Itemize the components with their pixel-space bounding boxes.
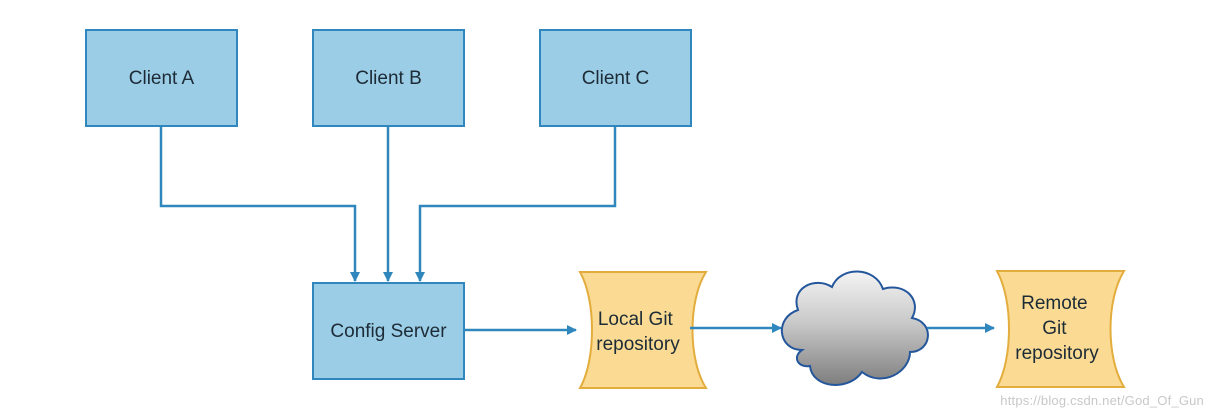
remote-repo-label-line-1: Remote [1021,293,1088,314]
remote-repo-label: Remote Git repository [1015,293,1099,364]
connector-client-c [415,126,617,282]
local-git-repository-node: Local Git repository [578,271,708,389]
client-a-node: Client A [85,29,238,127]
client-c-label: Client C [582,68,650,89]
connector-client-a [159,126,360,282]
client-c-node: Client C [539,29,692,127]
watermark: https://blog.csdn.net/God_Of_Gun [1000,393,1204,408]
local-repo-label-line-2: repository [596,334,680,355]
local-repo-label: Local Git repository [596,309,680,355]
client-b-label: Client B [355,68,422,89]
remote-repo-label-line-2: Git [1042,318,1067,339]
config-server-label: Config Server [330,321,447,342]
cloud-icon [781,270,929,386]
config-server-node: Config Server [312,282,465,380]
remote-repo-label-line-3: repository [1015,343,1099,364]
remote-git-repository-node: Remote Git repository [995,270,1126,388]
client-a-label: Client A [129,68,195,89]
local-repo-label-line-1: Local Git [598,309,674,330]
client-b-node: Client B [312,29,465,127]
